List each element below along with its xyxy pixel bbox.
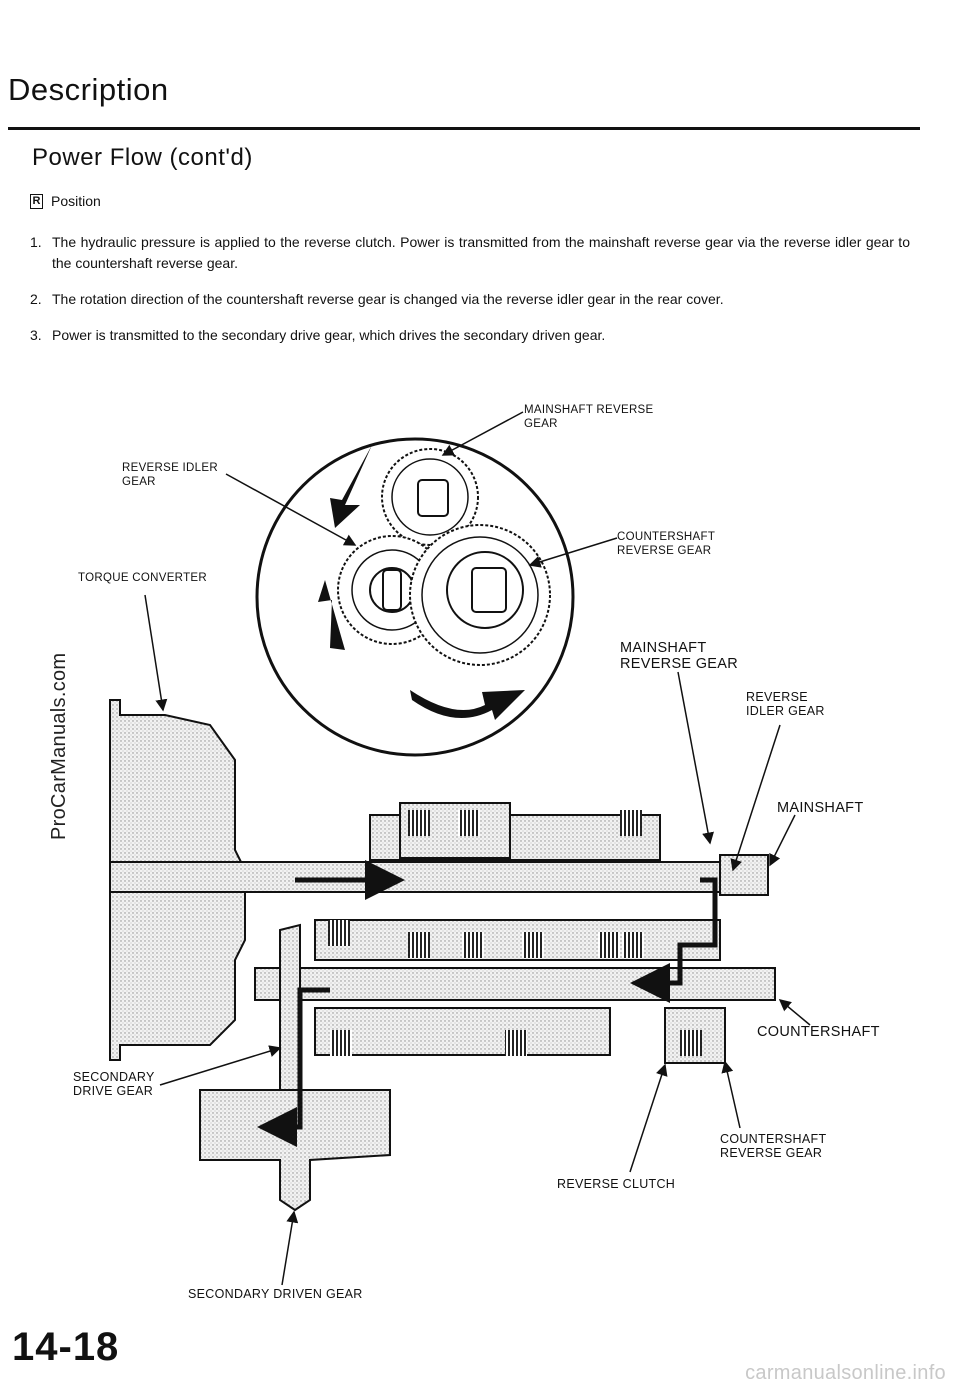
step-number: 1. [30, 234, 42, 250]
step-text: The hydraulic pressure is applied to the… [52, 234, 910, 271]
label-countershaft-reverse-gear-top: COUNTERSHAFT REVERSE GEAR [617, 531, 716, 557]
label-torque-converter: TORQUE CONVERTER [78, 572, 207, 584]
label-mainshaft-reverse-gear-top: MAINSHAFT REVERSE GEAR [524, 404, 654, 430]
step-item: 1. The hydraulic pressure is applied to … [30, 232, 910, 274]
step-number: 3. [30, 327, 42, 343]
side-watermark: ProCarManuals.com [48, 652, 70, 840]
leader-lines [144, 411, 811, 1286]
step-number: 2. [30, 291, 42, 307]
rotation-arrow-icon [330, 445, 372, 528]
step-item: 3. Power is transmitted to the secondary… [30, 325, 910, 346]
section-title: Power Flow (cont'd) [32, 144, 253, 171]
label-secondary-driven-gear: SECONDARY DRIVEN GEAR [188, 1287, 363, 1301]
mainshaft-reverse-gear-illustration [409, 524, 551, 666]
label-mainshaft: MAINSHAFT [777, 800, 864, 816]
step-text: The rotation direction of the countersha… [52, 291, 724, 307]
position-label: Position [51, 193, 101, 209]
step-list: 1. The hydraulic pressure is applied to … [30, 232, 910, 361]
transmission-cross-section [109, 699, 776, 1212]
footer-watermark: carmanualsonline.info [745, 1362, 946, 1384]
label-secondary-drive-gear: SECONDARY DRIVE GEAR [73, 1070, 155, 1098]
label-countershaft: COUNTERSHAFT [757, 1024, 880, 1040]
step-item: 2. The rotation direction of the counter… [30, 289, 910, 310]
page-number: 14-18 [12, 1325, 120, 1369]
reverse-idler-gear-illustration [381, 448, 479, 546]
position-heading: R Position [30, 193, 101, 209]
power-flow-path [257, 860, 718, 1147]
reverse-position-icon: R [30, 193, 43, 209]
page-title: Description [8, 72, 169, 107]
rotation-arrow-icon [410, 690, 525, 720]
gear-inset [255, 437, 575, 757]
label-countershaft-reverse-gear: COUNTERSHAFT REVERSE GEAR [720, 1132, 827, 1160]
label-reverse-idler-gear-top: REVERSE IDLER GEAR [122, 462, 218, 488]
power-flow-diagram [109, 411, 811, 1286]
rotation-arrow-icon [318, 580, 345, 650]
step-text: Power is transmitted to the secondary dr… [52, 327, 606, 343]
label-reverse-clutch: REVERSE CLUTCH [557, 1177, 676, 1191]
label-mainshaft-reverse-gear: MAINSHAFT REVERSE GEAR [620, 640, 739, 672]
title-divider [8, 127, 920, 130]
label-reverse-idler-gear: REVERSE IDLER GEAR [746, 690, 825, 718]
